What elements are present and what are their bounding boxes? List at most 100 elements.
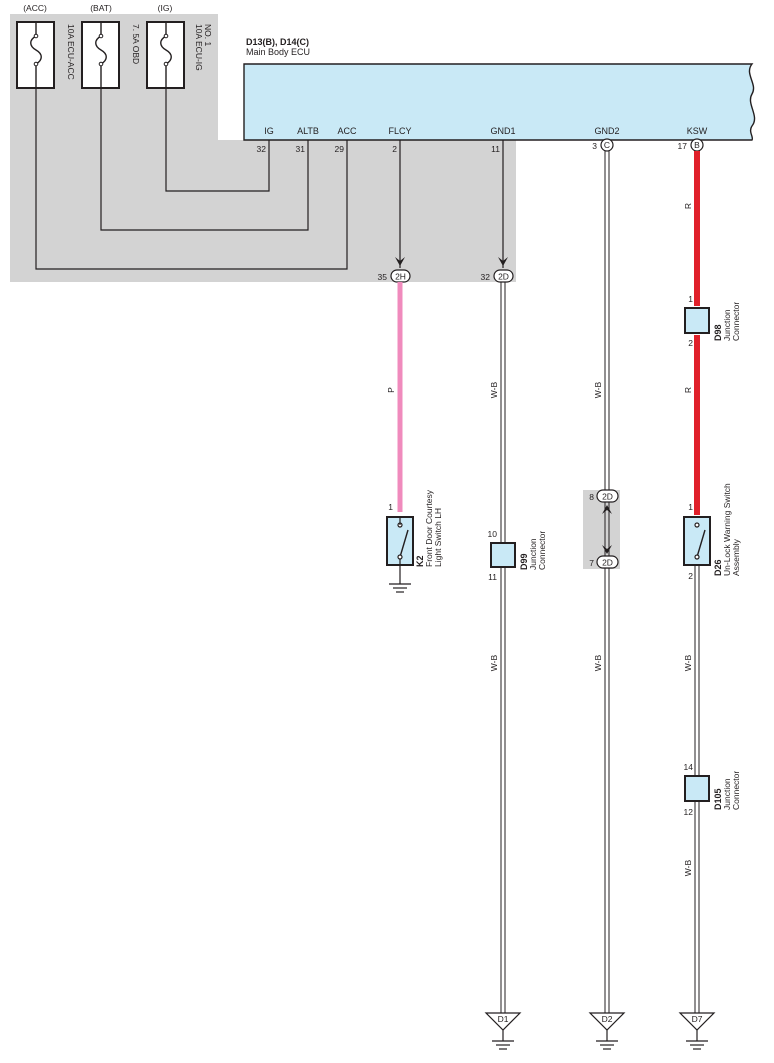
junction-2d-8: 2D: [596, 489, 619, 503]
arrow-2d-top: [498, 257, 508, 266]
terminal-acc-pin: 29: [335, 144, 345, 154]
junction-2h-pin: 35: [378, 272, 388, 282]
d26-pin-top: 1: [688, 502, 693, 512]
fuse-bat-power-label: (BAT): [90, 3, 112, 13]
d26-label-line1: Un-Lock Warning Switch: [722, 483, 732, 576]
d105-pin-top: 14: [684, 762, 694, 772]
wire-ksw-wb-bottom: [694, 801, 700, 1013]
ecu-shaded-area: [10, 14, 516, 282]
svg-text:D1: D1: [498, 1014, 509, 1024]
ecu-connector-c: C: [600, 138, 614, 152]
d98-code: D98: [713, 324, 723, 341]
svg-text:2H: 2H: [395, 272, 406, 282]
arrow-2h: [395, 257, 405, 266]
d26-switch: [683, 516, 711, 566]
terminal-gnd1-pin: 11: [491, 144, 500, 154]
wire-label-wb-3: W-B: [593, 381, 603, 398]
svg-text:B: B: [694, 140, 700, 150]
d99-code: D99: [519, 553, 529, 570]
junction-2h: 2H: [390, 269, 411, 283]
arrow-2d-7: [602, 545, 612, 554]
fuse-ig-label-line2: NO. 1: [203, 24, 213, 46]
wire-label-r-1: R: [683, 203, 693, 209]
ecu-connector-b: B: [690, 138, 704, 152]
terminal-ksw-name: KSW: [687, 126, 708, 136]
fuse-ig: [146, 21, 185, 89]
d98-pin-bottom: 2: [688, 338, 693, 348]
terminal-ksw-pin: 17: [678, 141, 688, 151]
terminal-ig-pin: 32: [257, 144, 267, 154]
fuse-bat-label: 7. 5A OBD: [131, 24, 141, 64]
ground-d7-icon: [686, 1040, 708, 1050]
ground-d2-icon: [596, 1040, 618, 1050]
wire-label-p: P: [386, 387, 396, 393]
wire-label-r-2: R: [683, 387, 693, 393]
junction-2d-8-pin: 8: [589, 492, 594, 502]
d105-pin-bottom: 12: [684, 807, 694, 817]
fuse-acc: [16, 21, 55, 89]
junction-2d-7: 2D: [596, 555, 619, 569]
d99-pin-bottom: 11: [488, 572, 497, 582]
ground-d7: D7: [678, 1012, 716, 1041]
wire-acc-feed: [35, 88, 348, 270]
d98-connector: [684, 307, 710, 334]
d26-pin-bottom: 2: [688, 571, 693, 581]
d99-pin-top: 10: [488, 529, 498, 539]
d99-label-line1: Junction: [528, 538, 538, 570]
fuse-acc-label: 10A ECU-ACC: [66, 24, 76, 80]
d99-label-line2: Connector: [537, 531, 547, 570]
svg-text:2D: 2D: [602, 492, 613, 502]
terminal-ig-name: IG: [264, 126, 274, 136]
fuse-ig-power-label: (IG): [158, 3, 173, 13]
fuse-bat: [81, 21, 120, 89]
wire-altb-feed: [100, 88, 309, 231]
ground-d1-icon: [492, 1040, 514, 1050]
junction-2d-top-pin: 32: [481, 272, 491, 282]
d105-label-line2: Connector: [731, 771, 741, 810]
ecu-body: [243, 63, 756, 141]
d98-label-line2: Connector: [731, 302, 741, 341]
terminal-flcy-pin: 2: [392, 144, 397, 154]
fuse-acc-power-label: (ACC): [23, 3, 47, 13]
svg-text:2D: 2D: [498, 272, 509, 282]
terminal-altb-name: ALTB: [297, 126, 319, 136]
d105-label-line1: Junction: [722, 778, 732, 810]
d26-label-line2: Assembly: [731, 538, 741, 576]
k2-label-line1: Front Door Courtesy: [424, 489, 434, 567]
wire-label-wb-1: W-B: [489, 381, 499, 398]
ecu-name: Main Body ECU: [246, 47, 310, 57]
wire-gnd2-wb: [604, 151, 610, 1013]
ground-d2: D2: [588, 1012, 626, 1041]
d99-connector: [490, 542, 516, 568]
d105-code: D105: [713, 788, 723, 810]
svg-text:D2: D2: [602, 1014, 613, 1024]
terminal-altb-pin: 31: [296, 144, 306, 154]
ground-d1: D1: [484, 1012, 522, 1041]
k2-ground-icon: [389, 583, 411, 593]
terminal-flcy-name: FLCY: [388, 126, 411, 136]
svg-text:D7: D7: [692, 1014, 703, 1024]
svg-text:2D: 2D: [602, 558, 613, 568]
fuse-ig-label-line1: 10A ECU-IG: [194, 24, 204, 71]
junction-2d-top: 2D: [493, 269, 514, 283]
wire-ig-feed: [165, 88, 270, 192]
wire-label-wb-4: W-B: [593, 654, 603, 671]
k2-switch: [386, 516, 414, 584]
terminal-gnd2-pin: 3: [592, 141, 597, 151]
wire-label-wb-5: W-B: [683, 654, 693, 671]
ecu-code: D13(B), D14(C): [246, 37, 309, 47]
wire-label-wb-6: W-B: [683, 859, 693, 876]
d98-label-line1: Junction: [722, 309, 732, 341]
terminal-gnd2-name: GND2: [594, 126, 619, 136]
wire-ksw-wb-mid: [694, 565, 700, 776]
k2-code: K2: [415, 555, 425, 567]
k2-label-line2: Light Switch LH: [433, 508, 443, 567]
d105-connector: [684, 775, 710, 802]
d98-pin-top: 1: [688, 294, 693, 304]
terminal-gnd1-name: GND1: [490, 126, 515, 136]
wire-gnd1-wb: [500, 282, 506, 1013]
junction-2d-7-pin: 7: [589, 558, 594, 568]
d26-code: D26: [713, 559, 723, 576]
terminal-acc-name: ACC: [337, 126, 357, 136]
